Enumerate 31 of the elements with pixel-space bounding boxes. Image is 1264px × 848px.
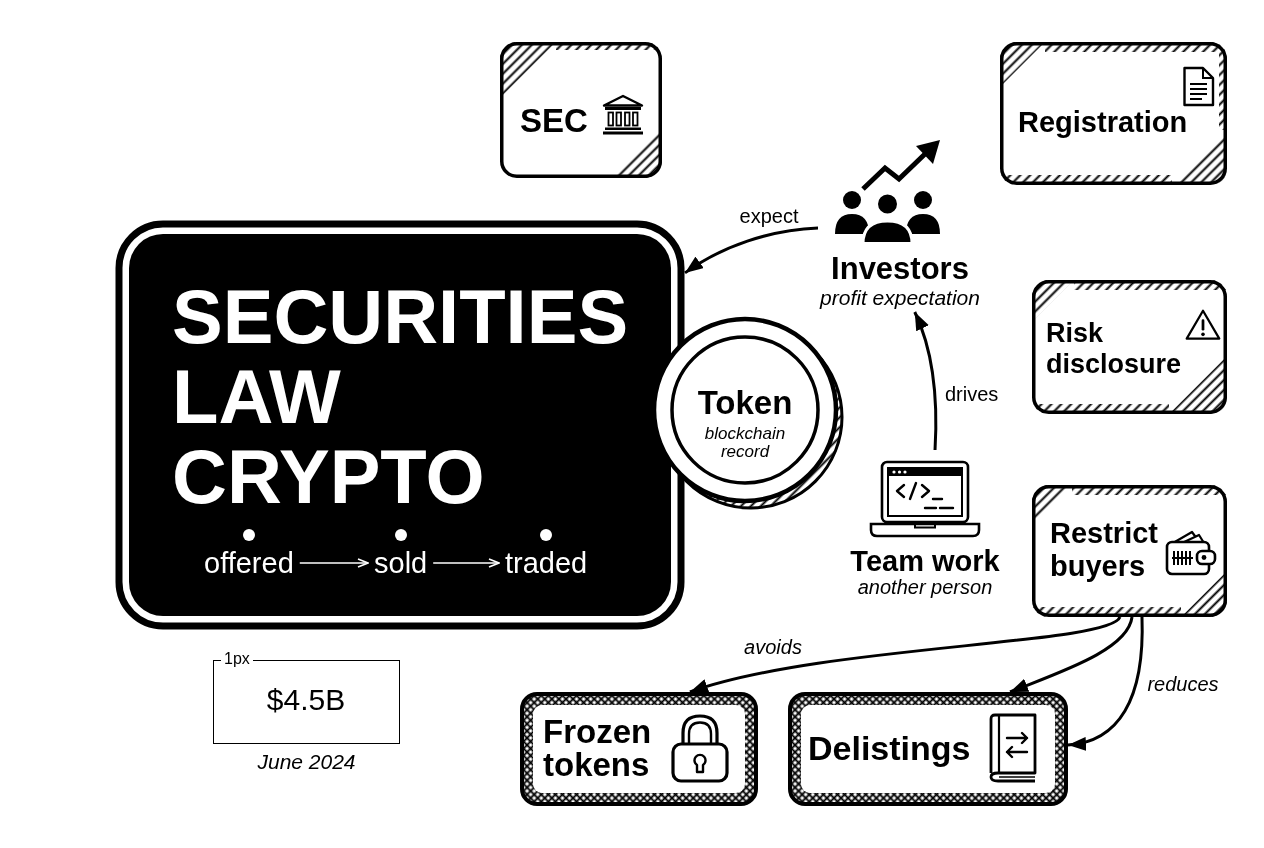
card-title: Registration bbox=[1018, 106, 1188, 140]
arrow bbox=[298, 558, 369, 568]
card-title: Delistings bbox=[808, 728, 971, 768]
title-panel bbox=[115, 220, 685, 630]
arrow bbox=[432, 558, 500, 568]
crosshatched-card bbox=[788, 692, 1068, 806]
value-text: $4.5B bbox=[266, 683, 346, 718]
step-label: offered bbox=[198, 545, 300, 581]
coin-title: Token bbox=[697, 385, 793, 421]
curved-arrow bbox=[689, 615, 1121, 694]
curved-arrow bbox=[1009, 616, 1134, 694]
box-label: 1px bbox=[221, 650, 253, 668]
hatched-card bbox=[1032, 485, 1227, 617]
node-subtitle: profit expectation bbox=[820, 285, 980, 310]
card-title: Frozen tokens bbox=[543, 715, 652, 781]
step-label: traded bbox=[499, 545, 594, 581]
curved-arrow bbox=[913, 311, 938, 451]
node-title: Investors bbox=[831, 251, 969, 287]
hatched-card bbox=[1032, 280, 1227, 414]
hatched-card bbox=[500, 42, 662, 178]
panel-title: SECURITIES LAW CRYPTO bbox=[172, 277, 629, 517]
coin-subtitle: blockchain record bbox=[704, 425, 786, 461]
date-caption: June 2024 bbox=[257, 750, 356, 775]
card-title: Risk disclosure bbox=[1046, 318, 1182, 380]
card-title: SEC bbox=[520, 102, 588, 140]
crosshatched-card bbox=[520, 692, 758, 806]
curved-arrow bbox=[684, 226, 819, 275]
hatched-card bbox=[1000, 42, 1227, 185]
card-title: Restrict buyers bbox=[1050, 516, 1158, 583]
step-label: sold bbox=[368, 545, 434, 581]
curved-arrow bbox=[1067, 617, 1144, 750]
